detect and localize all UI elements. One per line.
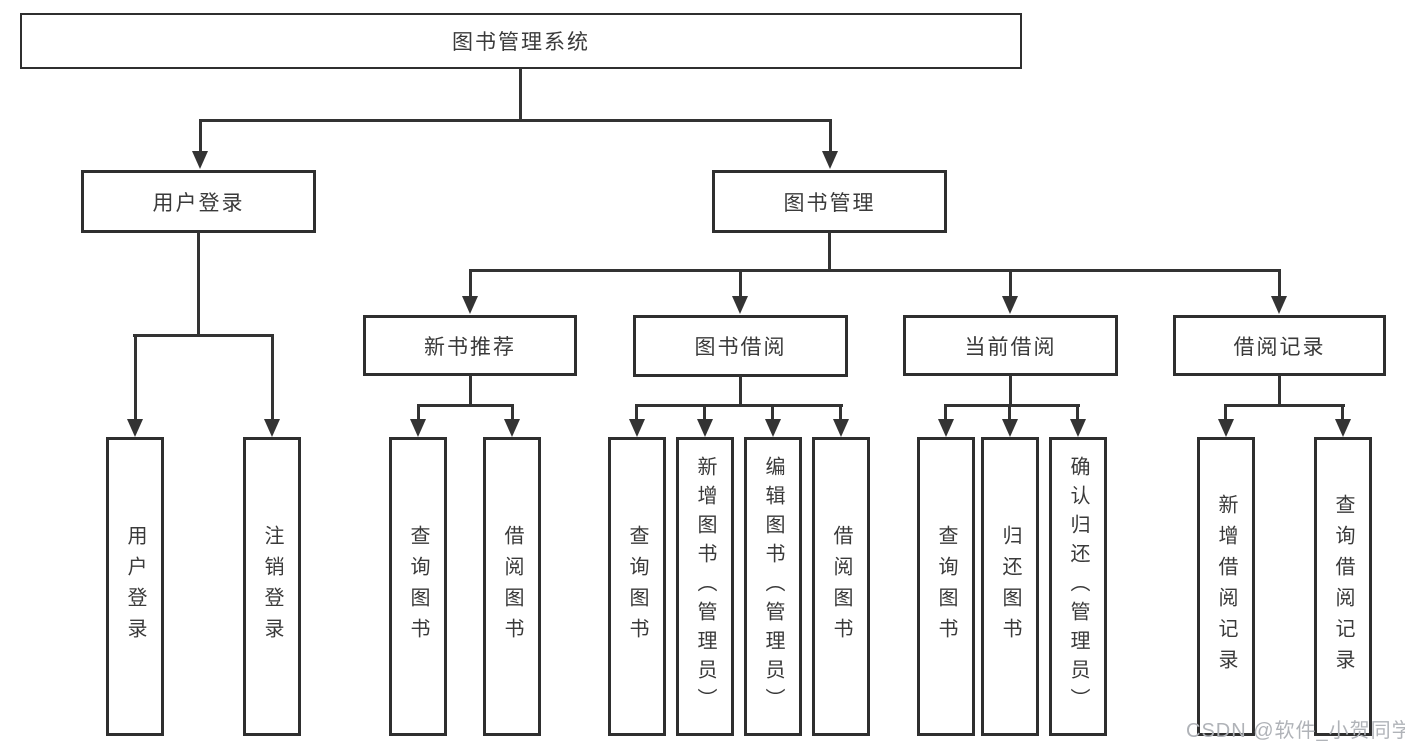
connector-line: [1341, 404, 1344, 421]
connector-line: [197, 232, 200, 336]
leaf-query-borrow-record: 查询借阅记录: [1314, 437, 1372, 736]
connector-line: [829, 119, 832, 153]
node-label: 用户登录: [152, 191, 245, 215]
connector-line: [519, 68, 522, 121]
leaf-borrow-books-recommend: 借阅图书: [483, 437, 541, 736]
connector-arrowhead: [1271, 296, 1287, 314]
connector-arrowhead: [127, 419, 143, 437]
connector-arrowhead: [833, 419, 849, 437]
leaf-label: 确认归还（管理员）: [1067, 456, 1089, 717]
connector-line: [1076, 404, 1079, 421]
connector-line: [199, 119, 202, 153]
connector-line: [771, 404, 774, 421]
connector-line: [828, 232, 831, 272]
connector-line: [739, 269, 742, 298]
node-label: 新书推荐: [424, 335, 516, 359]
leaf-label: 编辑图书（管理员）: [762, 456, 784, 717]
leaf-label: 新增图书（管理员）: [694, 456, 716, 717]
leaf-edit-book-admin: 编辑图书（管理员）: [744, 437, 802, 736]
node-new-book-recommendation: 新书推荐: [363, 315, 577, 376]
connector-line: [417, 404, 514, 407]
node-label: 图书管理系统: [452, 31, 590, 54]
node-book-management: 图书管理: [712, 170, 947, 233]
leaf-query-books-current: 查询图书: [917, 437, 975, 736]
connector-arrowhead: [192, 151, 208, 169]
connector-line: [1278, 269, 1281, 298]
leaf-return-book: 归还图书: [981, 437, 1039, 736]
connector-line: [133, 334, 274, 337]
node-label: 当前借阅: [964, 335, 1057, 359]
leaf-label: 查询借阅记录: [1332, 493, 1354, 680]
connector-arrowhead: [629, 419, 645, 437]
connector-line: [703, 404, 706, 421]
leaf-confirm-return-admin: 确认归还（管理员）: [1049, 437, 1107, 736]
leaf-add-book-admin: 新增图书（管理员）: [676, 437, 734, 736]
connector-line: [469, 375, 472, 406]
connector-line: [511, 404, 514, 421]
connector-arrowhead: [1002, 296, 1018, 314]
leaf-borrow-books: 借阅图书: [812, 437, 870, 736]
csdn-watermark: CSDN @软件_小贺同学: [1186, 720, 1405, 742]
connector-line: [839, 404, 842, 421]
connector-arrowhead: [1335, 419, 1351, 437]
connector-arrowhead: [765, 419, 781, 437]
leaf-query-books-recommend: 查询图书: [389, 437, 447, 736]
connector-line: [1009, 375, 1012, 406]
connector-arrowhead: [462, 296, 478, 314]
node-book-borrowing: 图书借阅: [633, 315, 848, 377]
connector-arrowhead: [697, 419, 713, 437]
leaf-label: 注销登录: [261, 524, 283, 649]
leaf-label: 新增借阅记录: [1215, 493, 1237, 680]
node-label: 图书借阅: [694, 336, 787, 359]
connector-line: [199, 119, 832, 122]
connector-arrowhead: [938, 419, 954, 437]
leaf-label: 借阅图书: [501, 524, 523, 649]
connector-line: [944, 404, 947, 421]
connector-line: [1225, 404, 1345, 407]
node-label: 图书管理: [783, 191, 876, 215]
connector-line: [271, 334, 274, 421]
connector-arrowhead: [504, 419, 520, 437]
connector-line: [1008, 404, 1011, 421]
leaf-label: 用户登录: [124, 524, 146, 649]
connector-line: [1224, 404, 1227, 421]
leaf-add-borrow-record: 新增借阅记录: [1197, 437, 1255, 736]
connector-line: [469, 269, 1281, 272]
leaf-label: 查询图书: [407, 524, 429, 649]
node-borrowing-records: 借阅记录: [1173, 315, 1386, 376]
node-library-management-system: 图书管理系统: [20, 13, 1022, 69]
connector-arrowhead: [1070, 419, 1086, 437]
leaf-label: 归还图书: [999, 524, 1021, 649]
connector-line: [635, 404, 638, 421]
connector-arrowhead: [264, 419, 280, 437]
connector-line: [417, 404, 420, 421]
connector-line: [1009, 269, 1012, 298]
leaf-query-books-borrowing: 查询图书: [608, 437, 666, 736]
connector-line: [1278, 375, 1281, 406]
connector-arrowhead: [1002, 419, 1018, 437]
connector-line: [739, 375, 742, 406]
node-user-login: 用户登录: [81, 170, 316, 233]
leaf-user-login: 用户登录: [106, 437, 164, 736]
connector-arrowhead: [1218, 419, 1234, 437]
leaf-logout: 注销登录: [243, 437, 301, 736]
connector-line: [945, 404, 1080, 407]
connector-arrowhead: [732, 296, 748, 314]
connector-line: [636, 404, 843, 407]
connector-arrowhead: [822, 151, 838, 169]
connector-line: [134, 334, 137, 421]
leaf-label: 查询图书: [626, 524, 648, 649]
leaf-label: 查询图书: [935, 524, 957, 649]
connector-arrowhead: [410, 419, 426, 437]
node-label: 借阅记录: [1233, 335, 1326, 359]
node-current-borrowing: 当前借阅: [903, 315, 1118, 376]
leaf-label: 借阅图书: [830, 524, 852, 649]
connector-line: [469, 269, 472, 298]
